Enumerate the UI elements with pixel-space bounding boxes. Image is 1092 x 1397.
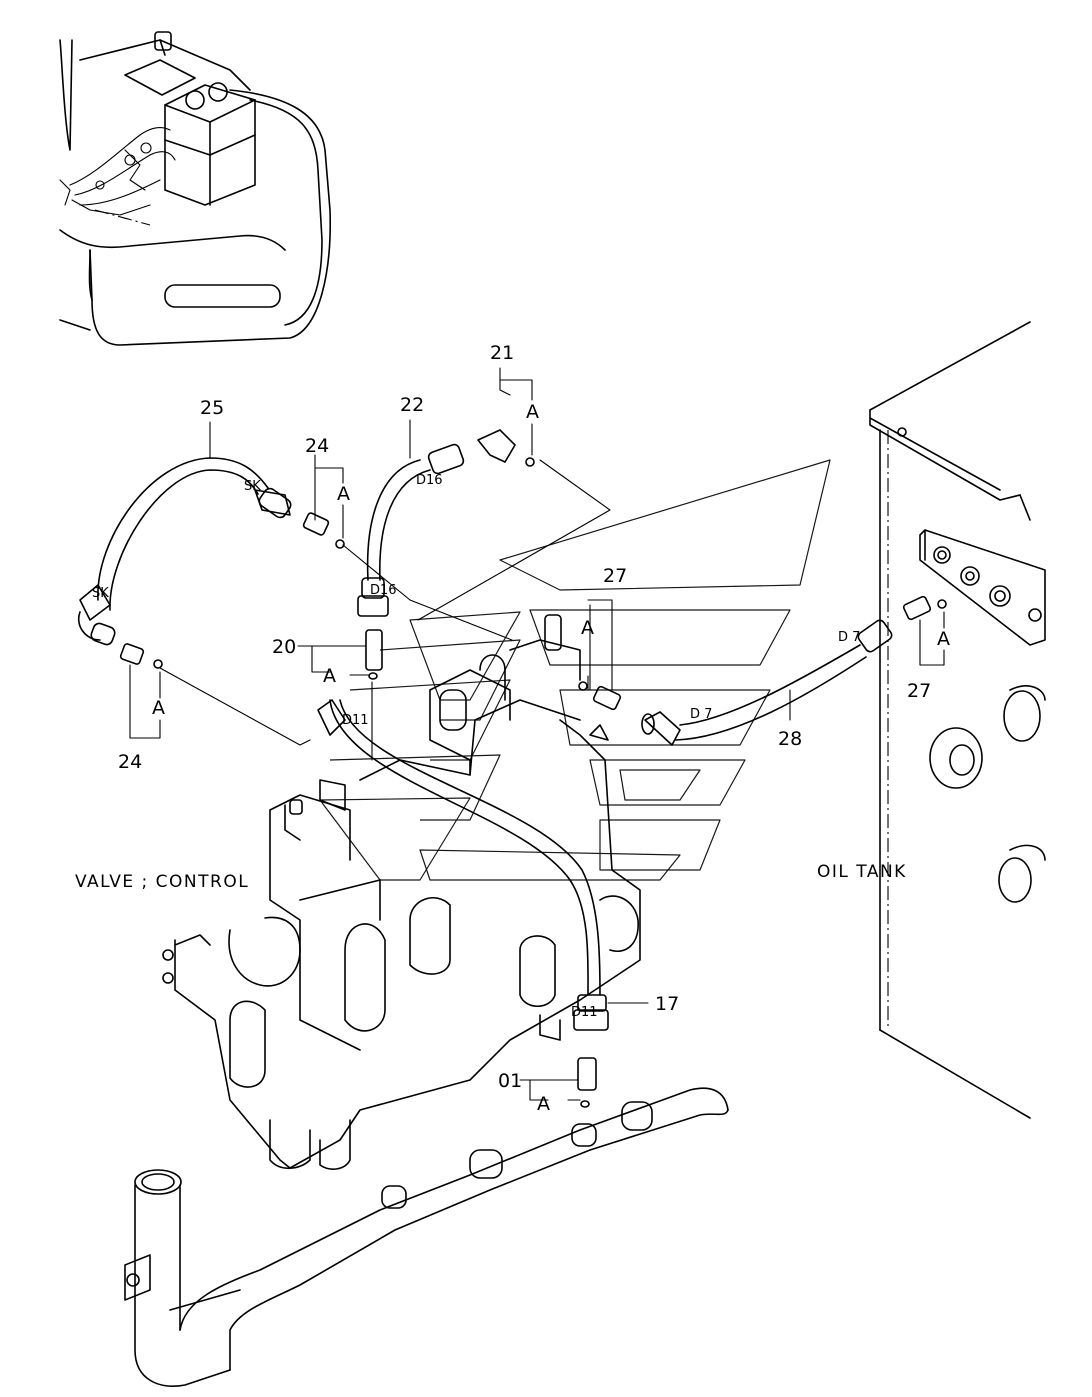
part-number-17: 17 [655,993,679,1015]
part-number-01: 01 [498,1070,522,1092]
leader-lines [129,367,945,1101]
oil-tank-label: OIL TANK [817,862,907,882]
part-number-24-top: 24 [305,435,329,457]
part-number-20: 20 [272,636,296,658]
d11-label-lower: D11 [571,1005,598,1020]
part-number-22: 22 [400,394,424,416]
callout-a-27-right: A [937,628,950,650]
part-number-28: 28 [778,728,802,750]
sk-label-right: SK [244,479,261,494]
part-number-24-left: 24 [118,751,142,773]
d7-label-upper: D 7 [838,630,860,645]
oil-tank [869,321,1046,1119]
d7-label-lower: D 7 [690,707,712,722]
part-number-25: 25 [200,397,224,419]
suction-pipe [124,1087,729,1387]
machine-overview-inset [59,31,332,346]
background-watermark [319,459,831,881]
fittings [119,429,947,1108]
callout-a-24-left: A [152,697,165,719]
d16-label-lower: D16 [370,583,397,598]
callout-a-21: A [526,401,539,423]
text-labels: VALVE ; CONTROL OIL TANK 25 22 21 24 24 … [75,342,950,1115]
d11-label-upper: D11 [342,713,369,728]
part-number-27-right: 27 [907,680,931,702]
hose-22 [357,443,465,617]
sk-label-left: SK [92,586,109,601]
part-number-27-top: 27 [603,565,627,587]
callout-a-20: A [323,665,336,687]
hose-25 [78,457,292,646]
control-valve-body [162,614,641,1170]
valve-control-label: VALVE ; CONTROL [75,872,249,892]
part-number-21: 21 [490,342,514,364]
callout-a-01: A [537,1093,550,1115]
callout-a-24-top: A [337,483,350,505]
hose-17 [317,699,609,1031]
callout-a-27-top: A [581,617,594,639]
d16-label-upper: D16 [416,473,443,488]
hose-28 [641,619,893,746]
